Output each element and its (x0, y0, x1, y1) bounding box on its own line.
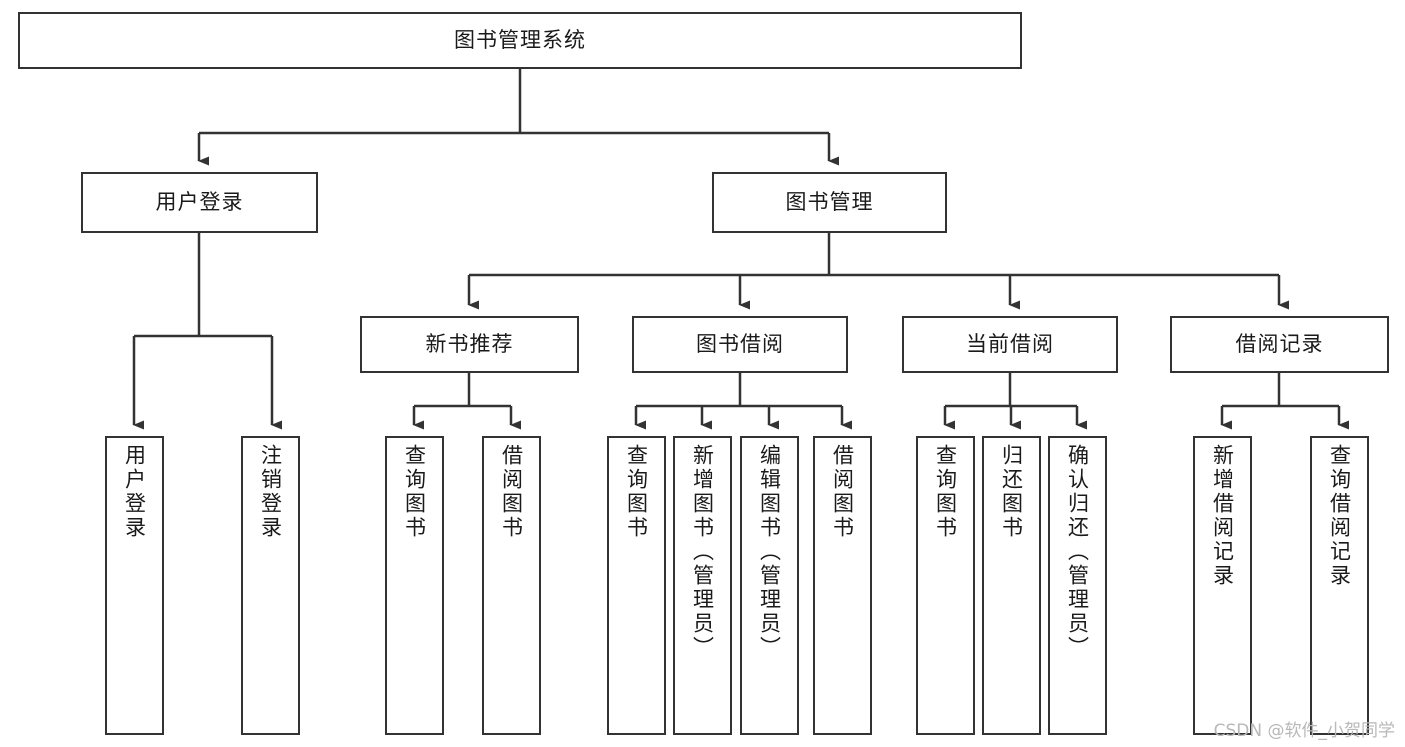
leaf-confirm-return-admin[interactable]: 确认归还（管理员） (1048, 436, 1107, 735)
node-new-book-recommend-label: 新书推荐 (425, 331, 514, 356)
leaf-edit-book-admin-label: 编辑图书（管理员） (757, 444, 782, 660)
leaf-return-book[interactable]: 归还图书 (982, 436, 1041, 735)
leaf-query-book-borrow-label: 查询图书 (624, 444, 649, 540)
connector-lines (132, 69, 1349, 430)
leaf-borrow-book[interactable]: 借阅图书 (813, 436, 872, 735)
leaf-user-login-label: 用户登录 (122, 444, 147, 540)
node-borrow-record[interactable]: 借阅记录 (1170, 316, 1389, 373)
node-book-borrow[interactable]: 图书借阅 (632, 316, 848, 373)
leaf-query-book-current[interactable]: 查询图书 (916, 436, 975, 735)
leaf-borrow-book-newbook-label: 借阅图书 (499, 444, 524, 540)
leaf-logout[interactable]: 注销登录 (241, 436, 300, 735)
leaf-add-book-admin-label: 新增图书（管理员） (690, 444, 715, 660)
leaf-query-book-newbook-label: 查询图书 (402, 444, 427, 540)
node-book-management[interactable]: 图书管理 (712, 172, 947, 233)
leaf-add-borrow-record[interactable]: 新增借阅记录 (1193, 436, 1252, 735)
leaf-borrow-book-newbook[interactable]: 借阅图书 (482, 436, 541, 735)
node-root[interactable]: 图书管理系统 (18, 12, 1022, 69)
node-user-login[interactable]: 用户登录 (81, 172, 318, 233)
leaf-query-borrow-record-label: 查询借阅记录 (1327, 444, 1352, 588)
leaf-add-borrow-record-label: 新增借阅记录 (1210, 444, 1235, 588)
leaf-logout-label: 注销登录 (258, 444, 283, 540)
leaf-query-borrow-record[interactable]: 查询借阅记录 (1310, 436, 1369, 735)
node-root-label: 图书管理系统 (454, 27, 586, 52)
leaf-query-book-borrow[interactable]: 查询图书 (607, 436, 666, 735)
leaf-borrow-book-label: 借阅图书 (830, 444, 855, 540)
node-new-book-recommend[interactable]: 新书推荐 (360, 316, 579, 373)
node-borrow-record-label: 借阅记录 (1235, 331, 1324, 356)
leaf-add-book-admin[interactable]: 新增图书（管理员） (673, 436, 732, 735)
leaf-query-book-current-label: 查询图书 (933, 444, 958, 540)
node-current-borrow[interactable]: 当前借阅 (902, 316, 1118, 373)
leaf-user-login[interactable]: 用户登录 (105, 436, 164, 735)
node-book-management-label: 图书管理 (785, 189, 874, 214)
node-book-borrow-label: 图书借阅 (696, 331, 784, 356)
leaf-return-book-label: 归还图书 (999, 444, 1024, 540)
leaf-confirm-return-admin-label: 确认归还（管理员） (1065, 444, 1090, 660)
node-current-borrow-label: 当前借阅 (966, 331, 1054, 356)
node-user-login-label: 用户登录 (155, 189, 244, 214)
leaf-edit-book-admin[interactable]: 编辑图书（管理员） (740, 436, 799, 735)
leaf-query-book-newbook[interactable]: 查询图书 (385, 436, 444, 735)
